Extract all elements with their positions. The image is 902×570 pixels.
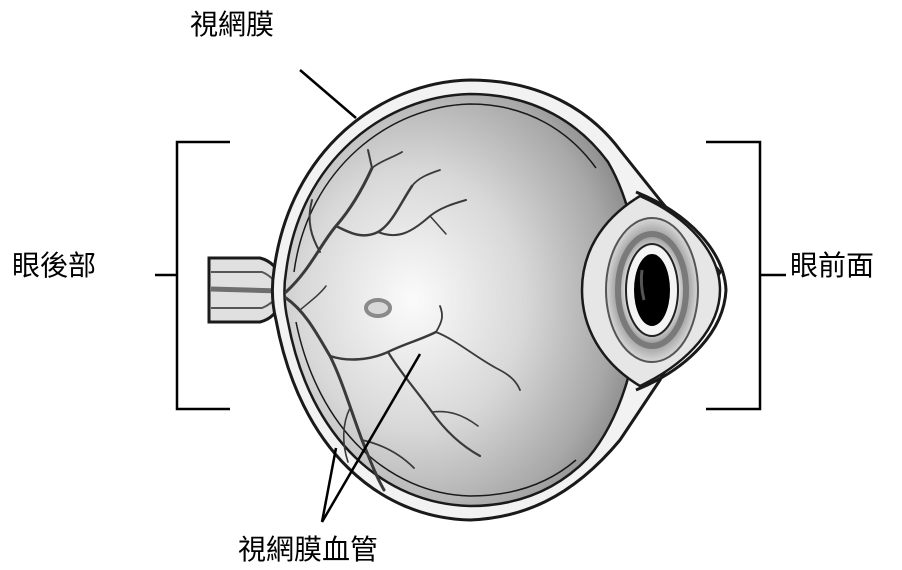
retina-label: 視網膜 bbox=[190, 11, 274, 39]
retina-leader-line bbox=[300, 70, 356, 118]
retinal-vessels-label: 視網膜血管 bbox=[238, 536, 378, 564]
anterior-segment-label: 眼前面 bbox=[790, 252, 874, 280]
macula bbox=[366, 300, 390, 316]
posterior-segment-label: 眼後部 bbox=[12, 252, 96, 280]
pupil bbox=[634, 254, 670, 326]
